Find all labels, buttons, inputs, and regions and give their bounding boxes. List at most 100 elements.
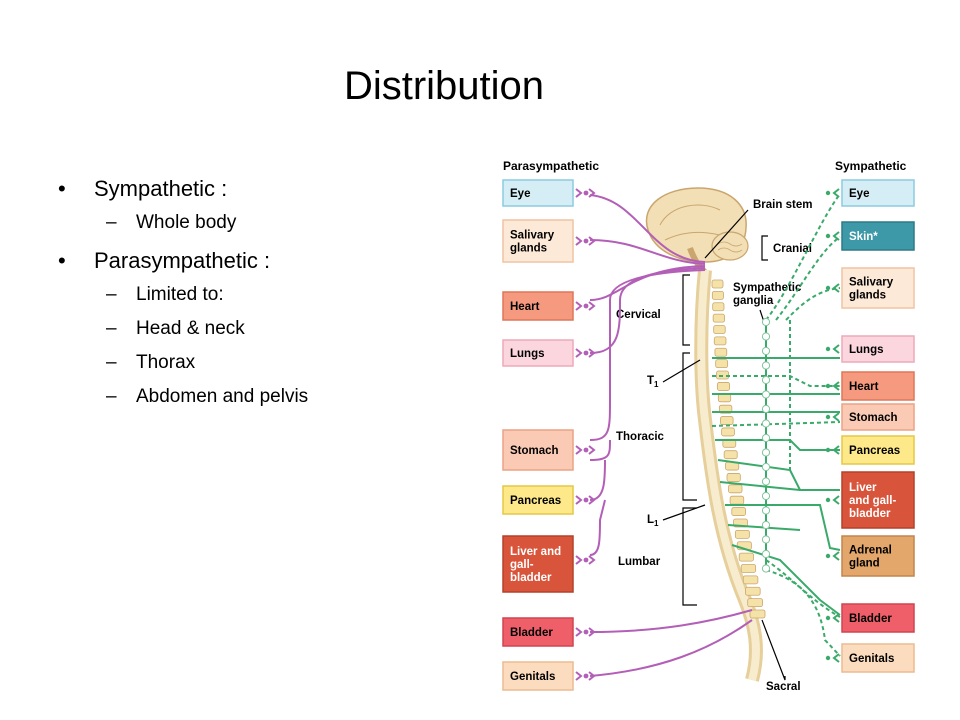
arrow-icon (832, 412, 840, 422)
parasympathetic-organ-box (502, 179, 574, 207)
synapse-dot (825, 655, 831, 661)
parasympathetic-organ-genitals: Genitals (502, 661, 596, 691)
arrow-icon (588, 445, 596, 455)
vertebra (720, 416, 734, 425)
ganglion (761, 477, 771, 486)
sympathetic-organ-skin: Skin* (825, 221, 915, 251)
sympathetic-organ-eye: Eye (825, 179, 915, 207)
vertebrae (711, 279, 766, 619)
vertebra (714, 347, 728, 357)
sympathetic-pathways (711, 193, 841, 657)
vertebra (711, 279, 724, 289)
parasympathetic-organ-box (502, 535, 574, 593)
sympathetic-organ-lungs: Lungs (825, 335, 915, 363)
ganglion (761, 448, 771, 457)
sympathetic-organ-box (841, 267, 915, 309)
parasympathetic-header: Parasympathetic (503, 159, 599, 173)
arrow-icon (832, 283, 840, 293)
ganglion (761, 346, 771, 356)
parasympathetic-pathways (589, 194, 753, 677)
sympathetic-organ-label: Genitals (849, 653, 894, 665)
arrow-icon (588, 348, 596, 358)
brain-stem-label: Brain stem (753, 199, 812, 211)
thoracic-label: Thoracic (616, 431, 665, 443)
sub-bullet: – Whole body (58, 206, 458, 240)
parasympathetic-organ-label: Salivary (510, 230, 555, 242)
arrow-icon (832, 344, 840, 354)
vertebra (747, 598, 763, 608)
vertebra (749, 609, 766, 619)
arrow-icon (575, 671, 583, 681)
l1-label: L1 (647, 514, 659, 528)
synapse-dot (825, 383, 831, 389)
sub-bullet-text: Head & neck (136, 318, 245, 339)
parasympathetic-organ-eye: Eye (502, 179, 596, 207)
vertebra (726, 473, 741, 482)
cervical-label: Cervical (616, 309, 661, 321)
sympathetic-organ-label: Heart (849, 381, 879, 393)
sub-bullet-dash: – (106, 212, 117, 233)
ganglion (761, 433, 771, 443)
synapse-dot (825, 497, 831, 503)
sub-bullet-dash: – (106, 318, 117, 339)
sympathetic-organ-bladder: Bladder (825, 603, 915, 633)
arrow-icon (832, 653, 840, 663)
vertebra (712, 302, 725, 312)
sympathetic-organ-label: Skin* (849, 231, 878, 243)
parasympathetic-organ-box (502, 485, 574, 515)
ganglion (761, 506, 771, 515)
parasympathetic-organ-list: EyeSalivaryglandsHeartLungsStomachPancre… (502, 179, 596, 691)
bullet-list: • Sympathetic : – Whole body • Parasympa… (58, 172, 458, 414)
arrow-icon (588, 301, 596, 311)
synapse-dot (583, 557, 589, 563)
vertebra (745, 586, 761, 596)
vertebra (723, 450, 738, 460)
sympathetic-organ-list: EyeSkin*SalivaryglandsLungsHeartStomachP… (825, 179, 915, 673)
sympathetic-organ-genitals: Genitals (825, 643, 915, 673)
vertebra (734, 529, 750, 539)
sympathetic-organ-stomach: Stomach (825, 403, 915, 431)
sub-bullet-text: Whole body (136, 212, 237, 233)
sympathetic-organ-box (841, 643, 915, 673)
arrow-icon (588, 671, 596, 681)
parasympathetic-organ-box (502, 429, 574, 471)
arrow-icon (575, 188, 583, 198)
synapse-dot (825, 447, 831, 453)
arrow-icon (832, 445, 840, 455)
ganglion (761, 419, 771, 428)
sympathetic-organ-label: Bladder (849, 613, 892, 625)
arrow-icon (575, 445, 583, 455)
sympathetic-organ-box (841, 471, 915, 529)
sympathetic-organ-label: Eye (849, 188, 869, 200)
parasympathetic-organ-lungs: Lungs (502, 339, 596, 367)
vertebra (713, 325, 726, 334)
ganglion (761, 332, 771, 341)
parasympathetic-organ-box (502, 661, 574, 691)
ganglion (761, 404, 771, 414)
vertebra (712, 313, 725, 323)
parasympathetic-organ-label: Genitals (510, 671, 555, 683)
sub-bullet-text: Abdomen and pelvis (136, 386, 309, 407)
arrow-icon (832, 613, 840, 623)
bullet-parasympathetic: • Parasympathetic : (58, 244, 458, 278)
parasympathetic-organ-box (502, 219, 574, 263)
region-brackets (662, 209, 786, 681)
sub-bullet: – Thorax (58, 346, 458, 380)
sympathetic-organ-box (841, 535, 915, 577)
vertebra (742, 575, 759, 585)
parasympathetic-organ-bladder: Bladder (502, 617, 596, 647)
sympathetic-organ-label: Stomach (849, 412, 898, 424)
parasympathetic-organ-label: bladder (510, 572, 552, 584)
parasympathetic-organ-label: Stomach (510, 445, 559, 457)
synapse-dot (825, 414, 831, 420)
arrow-icon (575, 495, 583, 505)
parasympathetic-organ-box (502, 339, 574, 367)
synapse-dot (825, 190, 831, 196)
autonomic-nervous-system-diagram: Parasympathetic Sympathetic Brain stem C… (502, 159, 915, 693)
lumbar-label: Lumbar (618, 556, 661, 568)
sympathetic-ganglia-label-1: Sympathetic (733, 282, 802, 294)
sympathetic-organ-pancreas: Pancreas (825, 435, 915, 465)
sympathetic-organ-box (841, 403, 915, 431)
